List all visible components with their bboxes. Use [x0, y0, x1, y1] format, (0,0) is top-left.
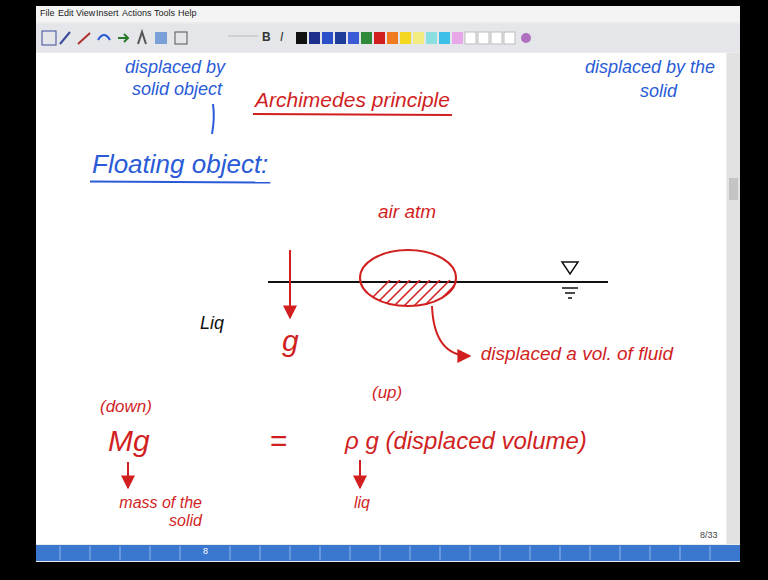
direction-note: (up): [372, 384, 402, 403]
toolbar-icons: [42, 31, 258, 45]
handwritten-note: solid object: [132, 80, 222, 100]
equation-term: ρ g (displaced volume): [345, 428, 587, 454]
annotation: displaced a vol. of fluid: [478, 344, 673, 365]
menu-item: Actions: [122, 9, 152, 19]
menu-item: View: [76, 9, 95, 19]
annotation: mass of the solid: [92, 494, 202, 529]
app-window: [36, 6, 740, 562]
tool-bar: [36, 24, 740, 52]
floating-body: [350, 250, 480, 320]
handwritten-note: solid: [640, 82, 677, 102]
annotation: liq: [354, 494, 370, 512]
equation-sign: =: [270, 424, 288, 457]
color-palette: [296, 32, 531, 44]
scroll-thumb: [729, 178, 738, 200]
menu-item: Edit: [58, 9, 74, 19]
section-heading: Floating object:: [92, 150, 268, 179]
status-number: 8: [203, 547, 208, 557]
underline-stroke: [253, 114, 452, 115]
page-number: 8/33: [700, 531, 718, 541]
handwritten-note: displaced by: [125, 58, 225, 78]
medium-label: air atm: [378, 202, 436, 223]
note-page: [36, 53, 726, 544]
direction-note: (down): [100, 398, 152, 417]
pen-stroke: [212, 104, 214, 134]
status-bar-segments: [60, 546, 710, 560]
underline-stroke: [90, 182, 270, 183]
handwritten-note: displaced by the: [585, 58, 715, 78]
scroll-bar: [727, 53, 740, 544]
leader-arrow: [432, 306, 470, 356]
menu-bar: [36, 6, 740, 22]
water-level-symbol: [562, 262, 578, 298]
medium-label: Liq: [200, 314, 224, 334]
gravity-symbol: g: [282, 324, 299, 357]
italic-button: I: [280, 31, 283, 44]
menu-item: File: [40, 9, 55, 19]
menu-item: Help: [178, 9, 197, 19]
menu-item: Tools: [154, 9, 175, 19]
gravity-arrow: [289, 250, 291, 318]
equation-term: Mg: [108, 424, 150, 457]
leader-arrow: [127, 462, 129, 488]
status-bar: [36, 545, 740, 561]
menu-item: Insert: [96, 9, 119, 19]
leader-arrow: [359, 460, 361, 488]
bold-button: B: [262, 31, 271, 44]
heading-note: Archimedes principle: [255, 88, 450, 111]
